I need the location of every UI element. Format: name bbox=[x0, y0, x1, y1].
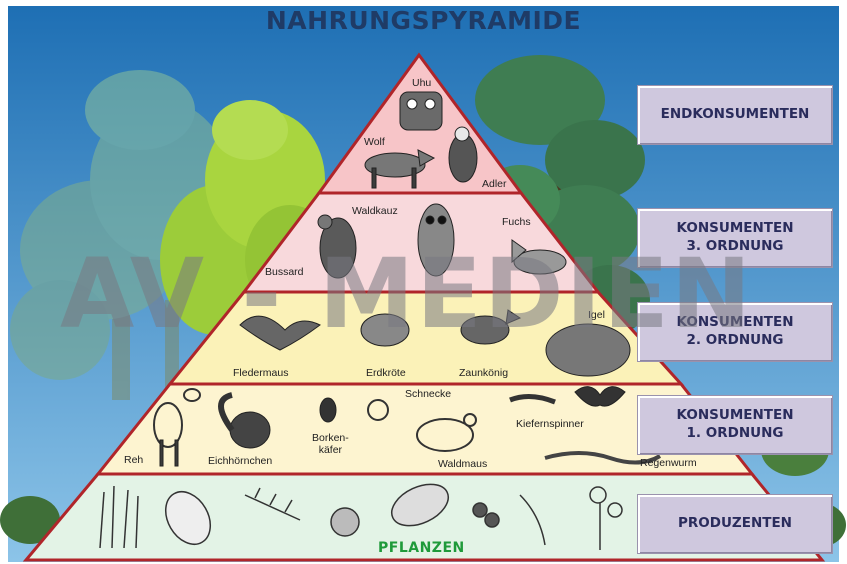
label-pflanzen: PFLANZEN bbox=[378, 540, 465, 556]
label-borkenkaefer: Borken- käfer bbox=[312, 432, 349, 456]
label-schnecke: Schnecke bbox=[405, 388, 451, 400]
label-fuchs: Fuchs bbox=[502, 216, 531, 228]
label-eichhoernchen: Eichhörnchen bbox=[208, 455, 272, 467]
label-waldkauz: Waldkauz bbox=[352, 205, 398, 217]
owl-uhu-icon bbox=[400, 92, 442, 130]
level-label-produzenten: PRODUZENTEN bbox=[637, 494, 833, 554]
level-label-konsumenten-1: KONSUMENTEN 1. ORDNUNG bbox=[637, 395, 833, 455]
label-reh: Reh bbox=[124, 454, 143, 466]
label-adler: Adler bbox=[482, 178, 507, 190]
nut-icon bbox=[331, 508, 359, 536]
label-kiefernspinner: Kiefernspinner bbox=[516, 418, 584, 430]
beetle-borkenkaefer-icon bbox=[320, 398, 336, 422]
label-waldmaus: Waldmaus bbox=[438, 458, 487, 470]
label-erdkroete: Erdkröte bbox=[366, 367, 406, 379]
label-uhu: Uhu bbox=[412, 77, 431, 89]
label-fledermaus: Fledermaus bbox=[233, 367, 288, 379]
diagram-title: NAHRUNGSPYRAMIDE bbox=[0, 6, 847, 35]
level-label-endkonsumenten: ENDKONSUMENTEN bbox=[637, 85, 833, 145]
label-wolf: Wolf bbox=[364, 136, 385, 148]
label-zaunkoenig: Zaunkönig bbox=[459, 367, 508, 379]
watermark: AV - MEDIEN bbox=[60, 238, 753, 350]
label-regenwurm: Regenwurm bbox=[640, 457, 697, 469]
